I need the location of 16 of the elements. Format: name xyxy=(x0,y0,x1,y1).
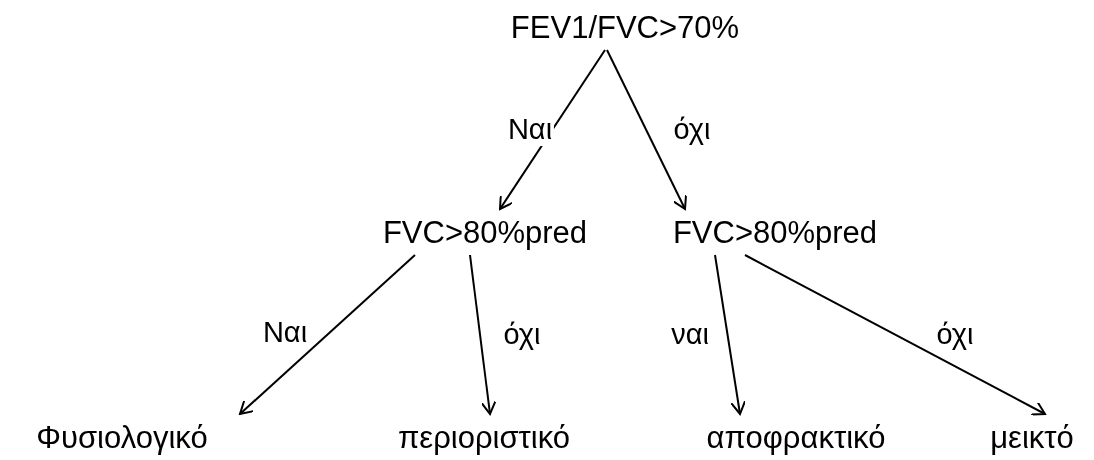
node-label: περιοριστικό xyxy=(397,420,571,456)
node-label: FEV1/FVC>70% xyxy=(510,10,740,46)
edge-label: όχι xyxy=(501,319,543,351)
node-label: FVC>80%pred xyxy=(672,215,878,251)
node-label: FVC>80%pred xyxy=(382,215,588,251)
arrow xyxy=(469,254,497,415)
arrow xyxy=(239,254,416,415)
arrow xyxy=(714,254,747,415)
arrow xyxy=(744,254,1046,416)
edge-label: όχι xyxy=(671,114,713,146)
arrow xyxy=(499,49,606,210)
node-label: Φυσιολογικό xyxy=(36,420,208,456)
node-label: αποφρακτικό xyxy=(706,420,886,456)
arrow xyxy=(606,49,687,210)
node-label: μεικτό xyxy=(990,420,1074,456)
edge-label: όχι xyxy=(934,319,976,351)
